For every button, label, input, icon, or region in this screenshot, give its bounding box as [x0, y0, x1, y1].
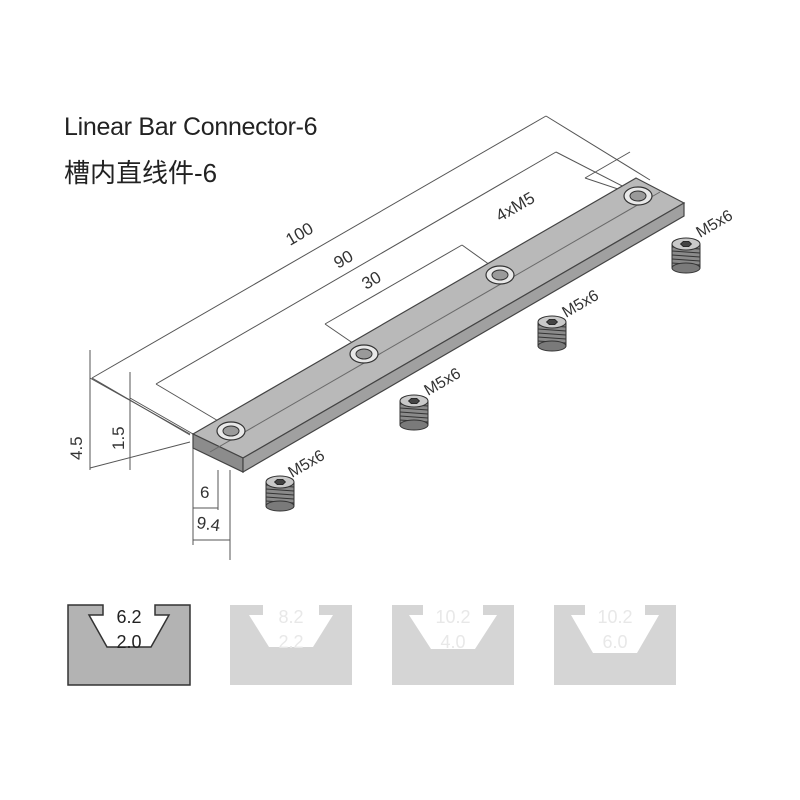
- dim-4-5: 4.5: [67, 436, 86, 460]
- set-screw-4: [671, 237, 701, 274]
- profile-4-bottom-value: 6.0: [602, 632, 627, 652]
- set-screw-3: [537, 315, 567, 352]
- dim-100: 100: [283, 219, 317, 250]
- set-screw-2: [399, 394, 429, 431]
- profile-row: 6.22.08.22.210.24.010.26.0: [67, 604, 676, 686]
- dim-4xm5: 4xM5: [493, 188, 539, 225]
- connector-bar: [191, 177, 686, 474]
- profile-3-bottom-value: 4.0: [440, 632, 465, 652]
- threaded-holes: [216, 186, 653, 441]
- dim-1-5: 1.5: [109, 426, 128, 450]
- profile-2-top-value: 8.2: [278, 607, 303, 627]
- screw-label-3: M5x6: [560, 287, 602, 321]
- dim-90: 90: [331, 247, 357, 273]
- profile-4-top-value: 10.2: [597, 607, 632, 627]
- set-screw-1: [265, 475, 295, 512]
- hole-4: [623, 186, 653, 206]
- hole-1: [216, 421, 246, 441]
- screw-label-4: M5x6: [694, 207, 736, 241]
- dim-30: 30: [359, 268, 385, 294]
- dim-6: 6: [200, 483, 209, 502]
- set-screws: [265, 237, 701, 512]
- dimension-labels: 100 90 30 4xM5 4.5 1.5 6 9.4: [67, 188, 538, 535]
- hole-2: [349, 344, 379, 364]
- dim-9-4: 9.4: [195, 513, 221, 535]
- profile-4: 10.2 6.0: [554, 605, 676, 685]
- profile-1-bottom-value: 2.0: [116, 632, 141, 652]
- profile-1-top-value: 6.2: [116, 607, 141, 627]
- profile-1: 6.22.0: [67, 604, 191, 686]
- profile-2-bottom-value: 2.2: [278, 632, 303, 652]
- screw-label-2: M5x6: [422, 365, 464, 399]
- screw-label-1: M5x6: [286, 447, 328, 481]
- profile-2: 8.22.2: [230, 605, 352, 685]
- profile-3-top-value: 10.2: [435, 607, 470, 627]
- title-english: Linear Bar Connector-6: [64, 113, 318, 141]
- title-chinese: 槽内直线件-6: [64, 158, 218, 188]
- profile-3: 10.2 4.0: [392, 605, 514, 685]
- hole-3: [485, 265, 515, 285]
